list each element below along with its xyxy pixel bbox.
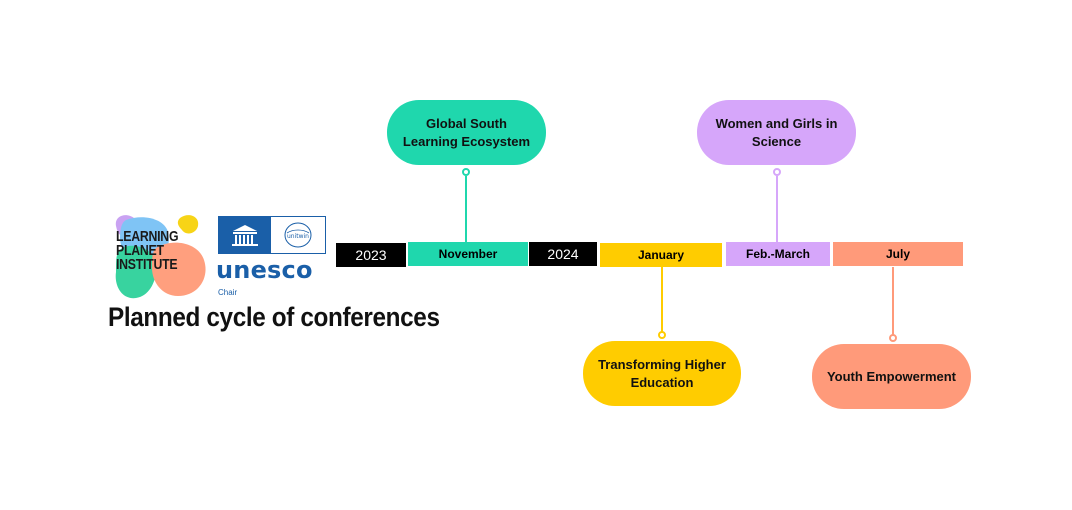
unesco-emblem: unitwin — [218, 216, 326, 254]
unesco-temple-icon — [219, 217, 271, 253]
page-title: Planned cycle of conferences — [108, 302, 440, 332]
connector-line — [776, 176, 778, 242]
timeline-year-2023: 2023 — [336, 243, 406, 267]
connector-line — [661, 267, 663, 332]
event-women-and-girls-in-science: Women and Girls in Science — [697, 100, 856, 165]
event-line-2: Learning Ecosystem — [402, 133, 531, 149]
connector-dot — [889, 334, 897, 342]
event-line-1: Transforming Higher — [598, 356, 726, 372]
event-line-2: Education — [630, 374, 694, 390]
learning-planet-institute-logo: LEARNING PLANET INSTITUTE — [112, 212, 210, 304]
timeline-month-november: November — [408, 242, 528, 266]
unitwin-globe-icon: unitwin — [284, 222, 312, 248]
lpi-wordmark: LEARNING PLANET INSTITUTE — [116, 228, 179, 273]
lpi-line-1: LEARNING — [116, 228, 179, 245]
event-line-1: Global South — [426, 115, 507, 131]
unitwin-label: unitwin — [287, 233, 309, 240]
timeline-month-january: January — [600, 243, 722, 267]
timeline-month-feb-march: Feb.-March — [726, 242, 830, 266]
event-transforming-higher-education: Transforming Higher Education — [583, 341, 741, 406]
timeline-month-july: July — [833, 242, 963, 266]
connector-dot — [462, 168, 470, 176]
unesco-chair-label: Chair — [218, 288, 238, 297]
connector-dot — [773, 168, 781, 176]
event-line-1: Women and Girls in — [715, 115, 838, 131]
event-global-south-learning-ecosystem: Global South Learning Ecosystem — [387, 100, 546, 165]
connector-line — [892, 267, 894, 335]
lpi-line-2: PLANET — [116, 242, 164, 259]
timeline-year-2024: 2024 — [529, 242, 597, 266]
lpi-line-3: INSTITUTE — [116, 256, 178, 273]
event-youth-empowerment: Youth Empowerment — [812, 344, 971, 409]
event-line-2: Science — [751, 133, 802, 149]
event-line-1: Youth Empowerment — [826, 368, 957, 384]
connector-line — [465, 176, 467, 242]
lpi-blobs-icon — [115, 215, 206, 299]
connector-dot — [658, 331, 666, 339]
unesco-wordmark: unesco — [216, 256, 313, 284]
